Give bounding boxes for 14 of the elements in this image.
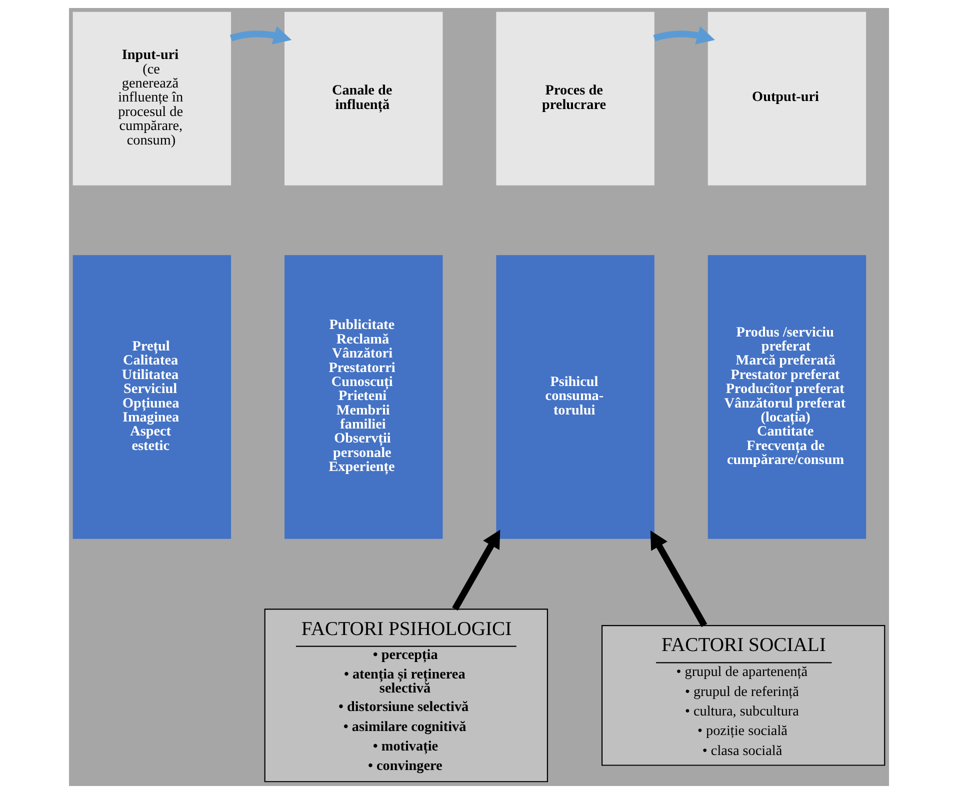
arrow (229, 26, 292, 44)
node-box: Canale de influență (284, 12, 442, 186)
node-box: Produs /serviciu preferat Marcă preferată Prestator preferat Producîtor preferat Vânzătorul preferat (locația) Cantitate Frecvența de cumpărare/consum (707, 255, 866, 539)
arrow (452, 530, 500, 611)
arrow (650, 530, 707, 628)
node-box: FACTORI PSIHOLOGICI • percepția • atenția și reținerea selectivă • distorsiune selectivă • asimilare cognitivă • motivație • convingere (264, 608, 548, 782)
node-box: Psihicul consuma- torului (496, 255, 654, 539)
node-box: Output-uri (707, 12, 866, 186)
arrow (652, 26, 714, 44)
node-box: Proces de prelucrare (496, 12, 654, 186)
node-box: FACTORI SOCIALI • grupul de apartenență • grupul de referință • cultura, subcultura • poziție socială • clasa socială (600, 625, 885, 766)
node-box: Input-uri (ce generează influențe în procesul de cumpărare, consum) (72, 12, 231, 186)
node-box: Publicitate Reclamă Vânzători Prestatorri Cunoscuți Prieteni Membrii familiei Observții personale Experiențe (284, 255, 442, 539)
node-box: Prețul Calitatea Utilitatea Serviciul Opțiunea Imaginea Aspect estetic (72, 255, 231, 539)
